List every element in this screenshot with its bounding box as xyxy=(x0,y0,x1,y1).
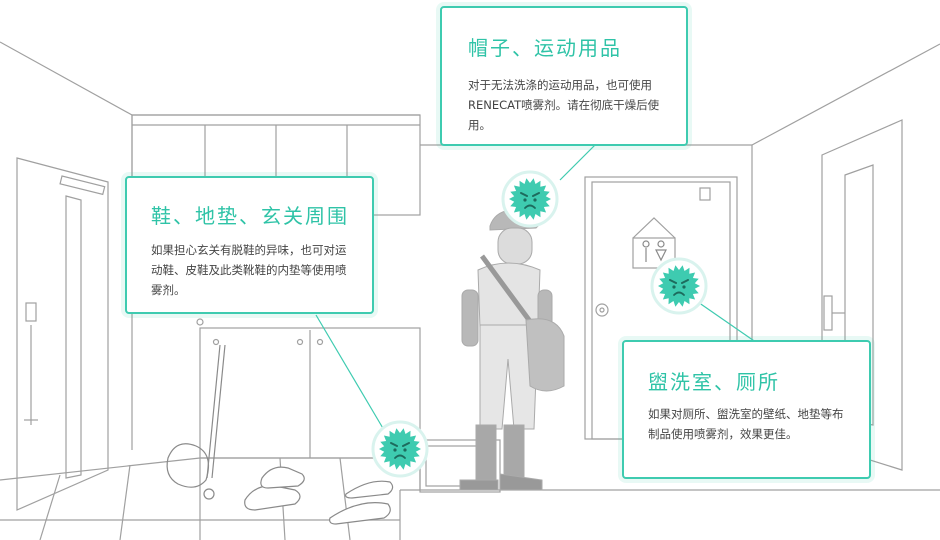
card-bathroom: 盥洗室、厕所 如果对厕所、盥洗室的壁纸、地垫等布制品使用喷雾剂，效果更佳。 xyxy=(622,340,871,479)
person-figure xyxy=(459,209,565,491)
card-body: 对于无法洗涤的运动用品，也可使用RENECAT喷雾剂。请在彻底干燥后使用。 xyxy=(468,78,660,132)
baseball-bat-icon xyxy=(206,344,226,479)
germ-icons xyxy=(371,170,708,478)
germ-icon xyxy=(501,170,559,228)
germ-icon xyxy=(650,257,708,315)
card-hats-sports: 帽子、运动用品 对于无法洗涤的运动用品，也可使用RENECAT喷雾剂。请在彻底干… xyxy=(440,6,688,146)
card-title: 帽子、运动用品 xyxy=(468,36,622,60)
card-shoes-mats: 鞋、地垫、玄关周围 如果担心玄关有脱鞋的异味，也可对运动鞋、皮鞋及此类靴鞋的内垫… xyxy=(125,176,374,314)
shoe-icon xyxy=(244,466,394,525)
toilet-sign-icon xyxy=(642,240,667,262)
card-body: 如果担心玄关有脱鞋的异味，也可对运动鞋、皮鞋及此类靴鞋的内垫等使用喷雾剂。 xyxy=(151,243,347,297)
germ-icon xyxy=(371,420,429,478)
baseball-glove-icon xyxy=(166,443,215,500)
card-title: 盥洗室、厕所 xyxy=(648,370,780,394)
card-body: 如果对厕所、盥洗室的壁纸、地垫等布制品使用喷雾剂，效果更佳。 xyxy=(648,407,844,441)
card-title: 鞋、地垫、玄关周围 xyxy=(151,204,349,228)
